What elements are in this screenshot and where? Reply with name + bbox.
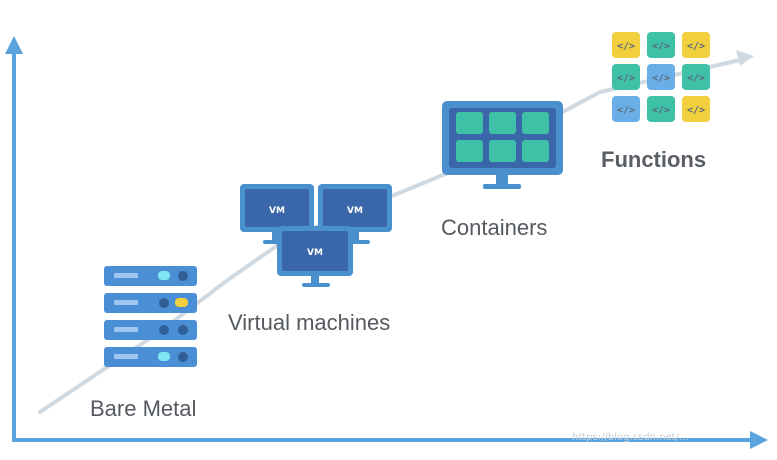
svg-text:</>: </> [687,73,705,84]
server-unit [104,320,197,340]
vm-monitor: VM [240,184,314,244]
axes [5,36,768,449]
code-tile: </> [682,32,710,58]
code-tile: </> [682,64,710,90]
vm-monitor: VM [277,226,353,287]
container-tiles [456,112,549,162]
svg-text:</>: </> [652,41,670,52]
code-tile: </> [647,64,675,90]
code-tile: </> [612,64,640,90]
label-virtual-machines: Virtual machines [228,310,391,335]
code-tile: </> [647,96,675,122]
watermark-text: https://blog.csdn.net/... [572,432,689,443]
svg-text:</>: </> [617,105,635,116]
svg-text:</>: </> [617,73,635,84]
label-functions: Functions [601,147,707,172]
svg-text:</>: </> [652,73,670,84]
vm-label: VM [269,206,285,216]
server-unit [104,347,197,367]
code-tile: </> [682,96,710,122]
code-tile: </> [647,32,675,58]
server-unit [104,293,197,313]
x-axis-arrow-icon [750,431,768,449]
vm-label: VM [347,206,363,216]
svg-text:</>: </> [652,105,670,116]
svg-text:</>: </> [617,41,635,52]
label-bare-metal: Bare Metal [90,396,197,421]
containers-monitor-icon [442,101,563,189]
code-tile: </> [612,96,640,122]
trend-arrow-icon [736,50,754,66]
virtual-machines-icon: VM VM VM [240,184,392,287]
functions-grid-icon: </> </> </> </> </> </> </> </> </> [612,32,710,122]
server-unit [104,266,197,286]
vm-label: VM [307,248,323,258]
server-rack-icon [104,266,197,367]
y-axis-arrow-icon [5,36,23,54]
vm-monitor: VM [318,184,392,244]
label-containers: Containers [441,215,548,240]
code-tile: </> [612,32,640,58]
svg-text:</>: </> [687,41,705,52]
svg-text:</>: </> [687,105,705,116]
